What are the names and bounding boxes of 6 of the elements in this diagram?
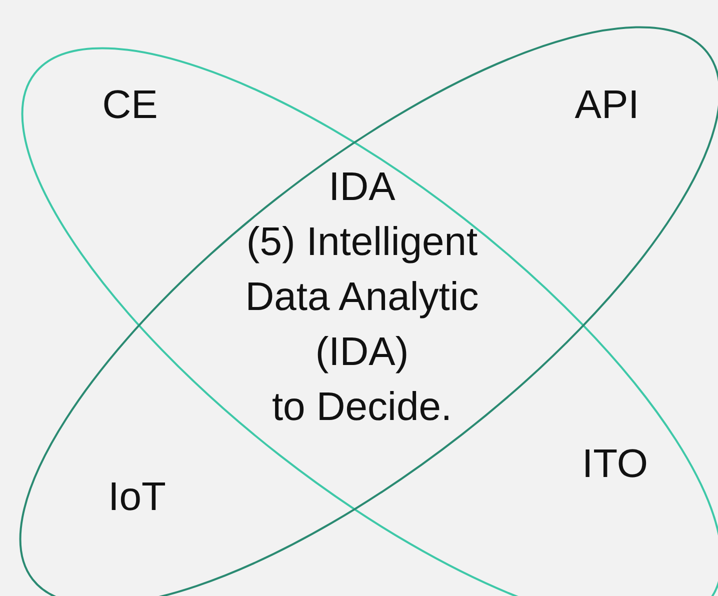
region-label: ITO — [582, 441, 648, 488]
region-label: API — [574, 82, 640, 129]
center-text: (5) Intelligent Data Analytic (IDA) to Decide. — [245, 219, 479, 431]
region-label: IoT — [108, 474, 166, 521]
center-heading: IDA — [328, 164, 396, 211]
region-label: CE — [102, 82, 158, 129]
